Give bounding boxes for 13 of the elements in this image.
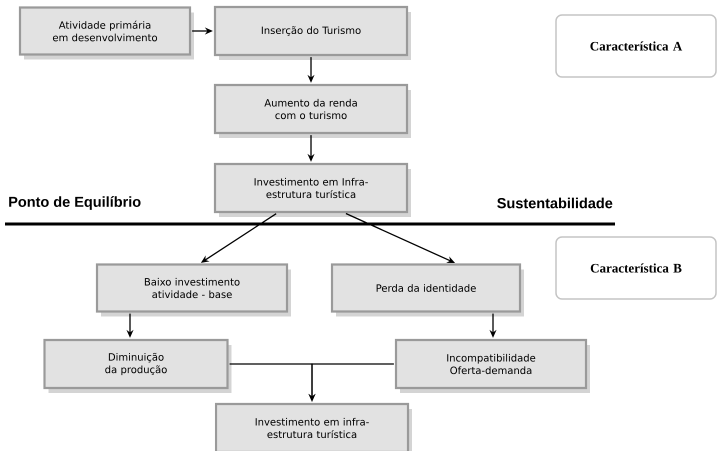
process-box: Baixo investimento atividade - base: [96, 263, 291, 316]
section-label: Ponto de Equilíbrio: [9, 196, 141, 210]
process-box: Inserção do Turismo: [214, 6, 411, 60]
process-box: Perda da identidade: [330, 263, 524, 316]
process-box: Diminuição da produção: [43, 338, 232, 393]
label-box: Característica B: [555, 236, 717, 300]
process-box: Atividade primária em desenvolvimento: [18, 6, 194, 60]
process-box: Investimento em infra-estrutura turística: [214, 402, 412, 451]
section-label: Sustentabilidade: [497, 198, 612, 208]
label-box: Característica A: [555, 14, 717, 78]
process-box: Aumento da renda com o turismo: [214, 84, 411, 138]
process-box: Incompatibilidade Oferta-demanda: [394, 338, 590, 393]
process-box: Investimento em Infra-estrutura turística: [214, 162, 411, 217]
